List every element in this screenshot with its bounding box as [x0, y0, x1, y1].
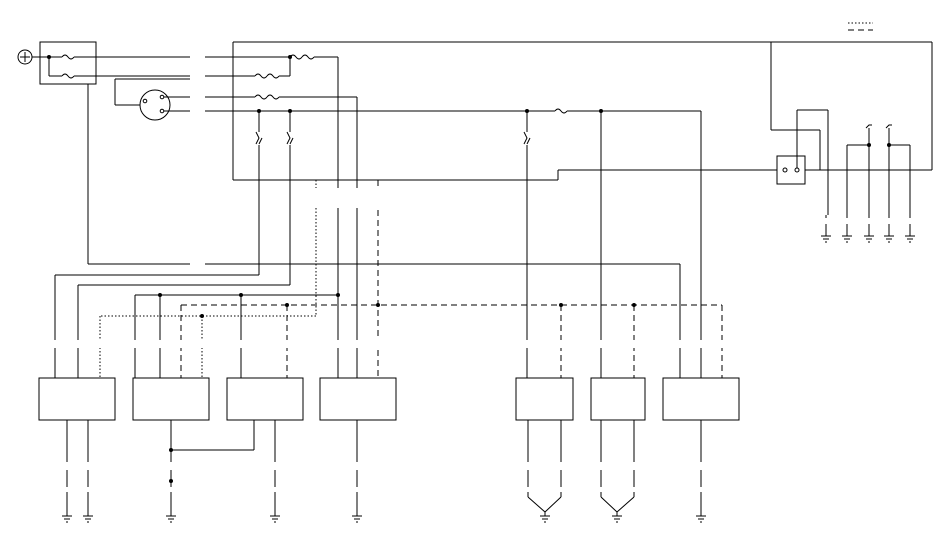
module-7 [662, 377, 740, 421]
switch-contact-icon [523, 131, 531, 145]
ground-icon [83, 512, 93, 523]
ground-icon [842, 232, 852, 243]
module-6 [590, 377, 646, 421]
switch-contact-icon [286, 131, 294, 145]
sensor-bus-dashed [180, 180, 723, 378]
module-1 [38, 377, 116, 421]
ground-icon [166, 512, 176, 523]
switch-contact-icon [255, 131, 263, 145]
signal-wire-dotted [99, 180, 317, 378]
fuse-icon [266, 73, 280, 79]
module-inputs [54, 346, 702, 378]
ignition-switch-icon [139, 89, 171, 121]
right-ground-branches [846, 124, 911, 232]
ground-symbols [62, 232, 915, 523]
main-fuse-box [39, 41, 97, 85]
ground-icon [352, 512, 362, 523]
switch-contacts [54, 109, 531, 346]
relay-icon [776, 155, 806, 185]
fuse-icon [254, 94, 268, 100]
fuse-icon [289, 54, 303, 60]
ground-icon [270, 512, 280, 523]
ground-icon [540, 512, 550, 523]
fuse-icon [61, 54, 75, 60]
module-2 [132, 377, 210, 421]
fuse-icon [61, 73, 75, 79]
module-5 [515, 377, 574, 421]
wire-breaks [30, 50, 920, 492]
line-style-legend [848, 22, 873, 31]
fuse-icon [254, 73, 268, 79]
ground-icon [612, 512, 622, 523]
ground-icon [821, 232, 831, 243]
ground-icon [884, 232, 894, 243]
module-4 [319, 377, 397, 421]
ecu-frame [232, 41, 933, 232]
module-3 [226, 377, 304, 421]
sensor-bus-solid [134, 293, 340, 346]
ground-icon [905, 232, 915, 243]
ground-icon [696, 512, 706, 523]
ground-icon [864, 232, 874, 243]
fuse-icon [301, 54, 315, 60]
ground-icon [62, 512, 72, 523]
harness-stubs [337, 180, 358, 188]
battery-positive-icon [17, 49, 33, 65]
fuse-icon [554, 108, 568, 114]
switch-contact-icon [885, 124, 892, 129]
fuse-icon [266, 94, 280, 100]
switch-contact-icon [865, 124, 872, 129]
